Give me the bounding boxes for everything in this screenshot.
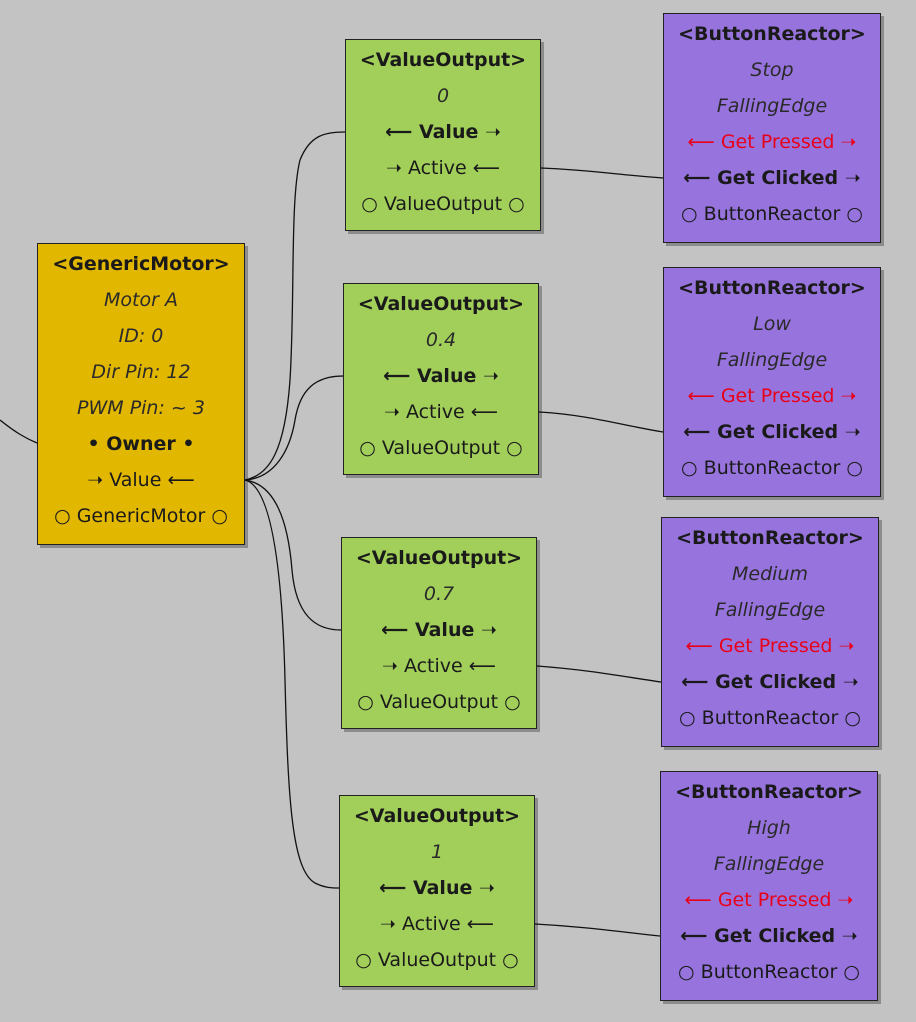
- wire-value-output-2-to-button-reactor-2: [538, 411, 664, 433]
- output-value: 0: [436, 85, 450, 107]
- owner-port[interactable]: • Owner •: [87, 433, 195, 455]
- value-output-node[interactable]: <ValueOutput> 0.4 ⟵ Value ➝ ➝ Active ⟵ ○…: [343, 283, 539, 475]
- value-output-node[interactable]: <ValueOutput> 0.7 ⟵ Value ➝ ➝ Active ⟵ ○…: [341, 537, 537, 729]
- reactor-name: Stop: [750, 59, 794, 81]
- value-output-socket[interactable]: ○ ValueOutput ○: [361, 193, 525, 215]
- output-value: 0.7: [423, 583, 455, 605]
- node-type-label: <ValueOutput>: [355, 547, 523, 569]
- get-pressed-port[interactable]: ⟵ Get Pressed ➝: [687, 385, 857, 407]
- generic-motor-socket[interactable]: ○ GenericMotor ○: [54, 505, 228, 527]
- output-value: 1: [430, 841, 444, 863]
- node-type-label: <ButtonReactor>: [676, 527, 864, 549]
- get-clicked-port[interactable]: ⟵ Get Clicked ➝: [683, 421, 861, 443]
- wire-value-output-1-to-button-reactor-1: [540, 167, 664, 179]
- wire-value-output-4-to-button-reactor-4: [534, 923, 661, 937]
- wire-motor-to-value-output-2: [244, 375, 344, 481]
- motor-name: Motor A: [104, 289, 178, 311]
- motor-pwm-pin: PWM Pin: ~ 3: [77, 397, 205, 419]
- value-port[interactable]: ⟵ Value ➝: [385, 121, 501, 143]
- value-output-socket[interactable]: ○ ValueOutput ○: [355, 949, 519, 971]
- wire-motor-to-value-output-3: [244, 479, 342, 631]
- wire-motor-to-value-output-4: [244, 479, 340, 889]
- value-port[interactable]: ⟵ Value ➝: [379, 877, 495, 899]
- node-type-label: <ValueOutput>: [359, 49, 527, 71]
- active-port[interactable]: ➝ Active ⟵: [381, 655, 496, 677]
- node-type-label: <ButtonReactor>: [678, 23, 866, 45]
- node-type-label: <ButtonReactor>: [678, 277, 866, 299]
- get-pressed-port[interactable]: ⟵ Get Pressed ➝: [685, 635, 855, 657]
- output-value: 0.4: [425, 329, 457, 351]
- get-pressed-port[interactable]: ⟵ Get Pressed ➝: [687, 131, 857, 153]
- value-output-socket[interactable]: ○ ValueOutput ○: [359, 437, 523, 459]
- button-reactor-socket[interactable]: ○ ButtonReactor ○: [681, 457, 863, 479]
- get-clicked-port[interactable]: ⟵ Get Clicked ➝: [681, 671, 859, 693]
- value-output-node[interactable]: <ValueOutput> 1 ⟵ Value ➝ ➝ Active ⟵ ○ V…: [339, 795, 535, 987]
- node-type-label: <ValueOutput>: [357, 293, 525, 315]
- button-reactor-node[interactable]: <ButtonReactor> Stop FallingEdge ⟵ Get P…: [663, 13, 881, 243]
- button-reactor-socket[interactable]: ○ ButtonReactor ○: [679, 707, 861, 729]
- node-type-label: <ButtonReactor>: [675, 781, 863, 803]
- reactor-edge: FallingEdge: [716, 95, 828, 117]
- active-port[interactable]: ➝ Active ⟵: [379, 913, 494, 935]
- value-port[interactable]: ➝ Value ⟵: [87, 469, 195, 491]
- button-reactor-node[interactable]: <ButtonReactor> Low FallingEdge ⟵ Get Pr…: [663, 267, 881, 497]
- node-type-label: <GenericMotor>: [52, 253, 230, 275]
- motor-dir-pin: Dir Pin: 12: [91, 361, 191, 383]
- reactor-edge: FallingEdge: [713, 853, 825, 875]
- value-output-node[interactable]: <ValueOutput> 0 ⟵ Value ➝ ➝ Active ⟵ ○ V…: [345, 39, 541, 231]
- value-port[interactable]: ⟵ Value ➝: [383, 365, 499, 387]
- get-clicked-port[interactable]: ⟵ Get Clicked ➝: [683, 167, 861, 189]
- wire-incoming-owner: [0, 419, 38, 444]
- wire-motor-to-value-output-1: [244, 131, 346, 481]
- button-reactor-node[interactable]: <ButtonReactor> High FallingEdge ⟵ Get P…: [660, 771, 878, 1001]
- reactor-edge: FallingEdge: [714, 599, 826, 621]
- motor-id: ID: 0: [118, 325, 164, 347]
- get-clicked-port[interactable]: ⟵ Get Clicked ➝: [680, 925, 858, 947]
- reactor-edge: FallingEdge: [716, 349, 828, 371]
- reactor-name: High: [747, 817, 791, 839]
- value-output-socket[interactable]: ○ ValueOutput ○: [357, 691, 521, 713]
- button-reactor-socket[interactable]: ○ ButtonReactor ○: [681, 203, 863, 225]
- get-pressed-port[interactable]: ⟵ Get Pressed ➝: [684, 889, 854, 911]
- wire-value-output-3-to-button-reactor-3: [536, 665, 662, 683]
- value-port[interactable]: ⟵ Value ➝: [381, 619, 497, 641]
- generic-motor-node[interactable]: <GenericMotor> Motor A ID: 0 Dir Pin: 12…: [37, 243, 245, 545]
- button-reactor-node[interactable]: <ButtonReactor> Medium FallingEdge ⟵ Get…: [661, 517, 879, 747]
- active-port[interactable]: ➝ Active ⟵: [383, 401, 498, 423]
- reactor-name: Medium: [732, 563, 808, 585]
- node-type-label: <ValueOutput>: [353, 805, 521, 827]
- active-port[interactable]: ➝ Active ⟵: [385, 157, 500, 179]
- button-reactor-socket[interactable]: ○ ButtonReactor ○: [678, 961, 860, 983]
- reactor-name: Low: [753, 313, 791, 335]
